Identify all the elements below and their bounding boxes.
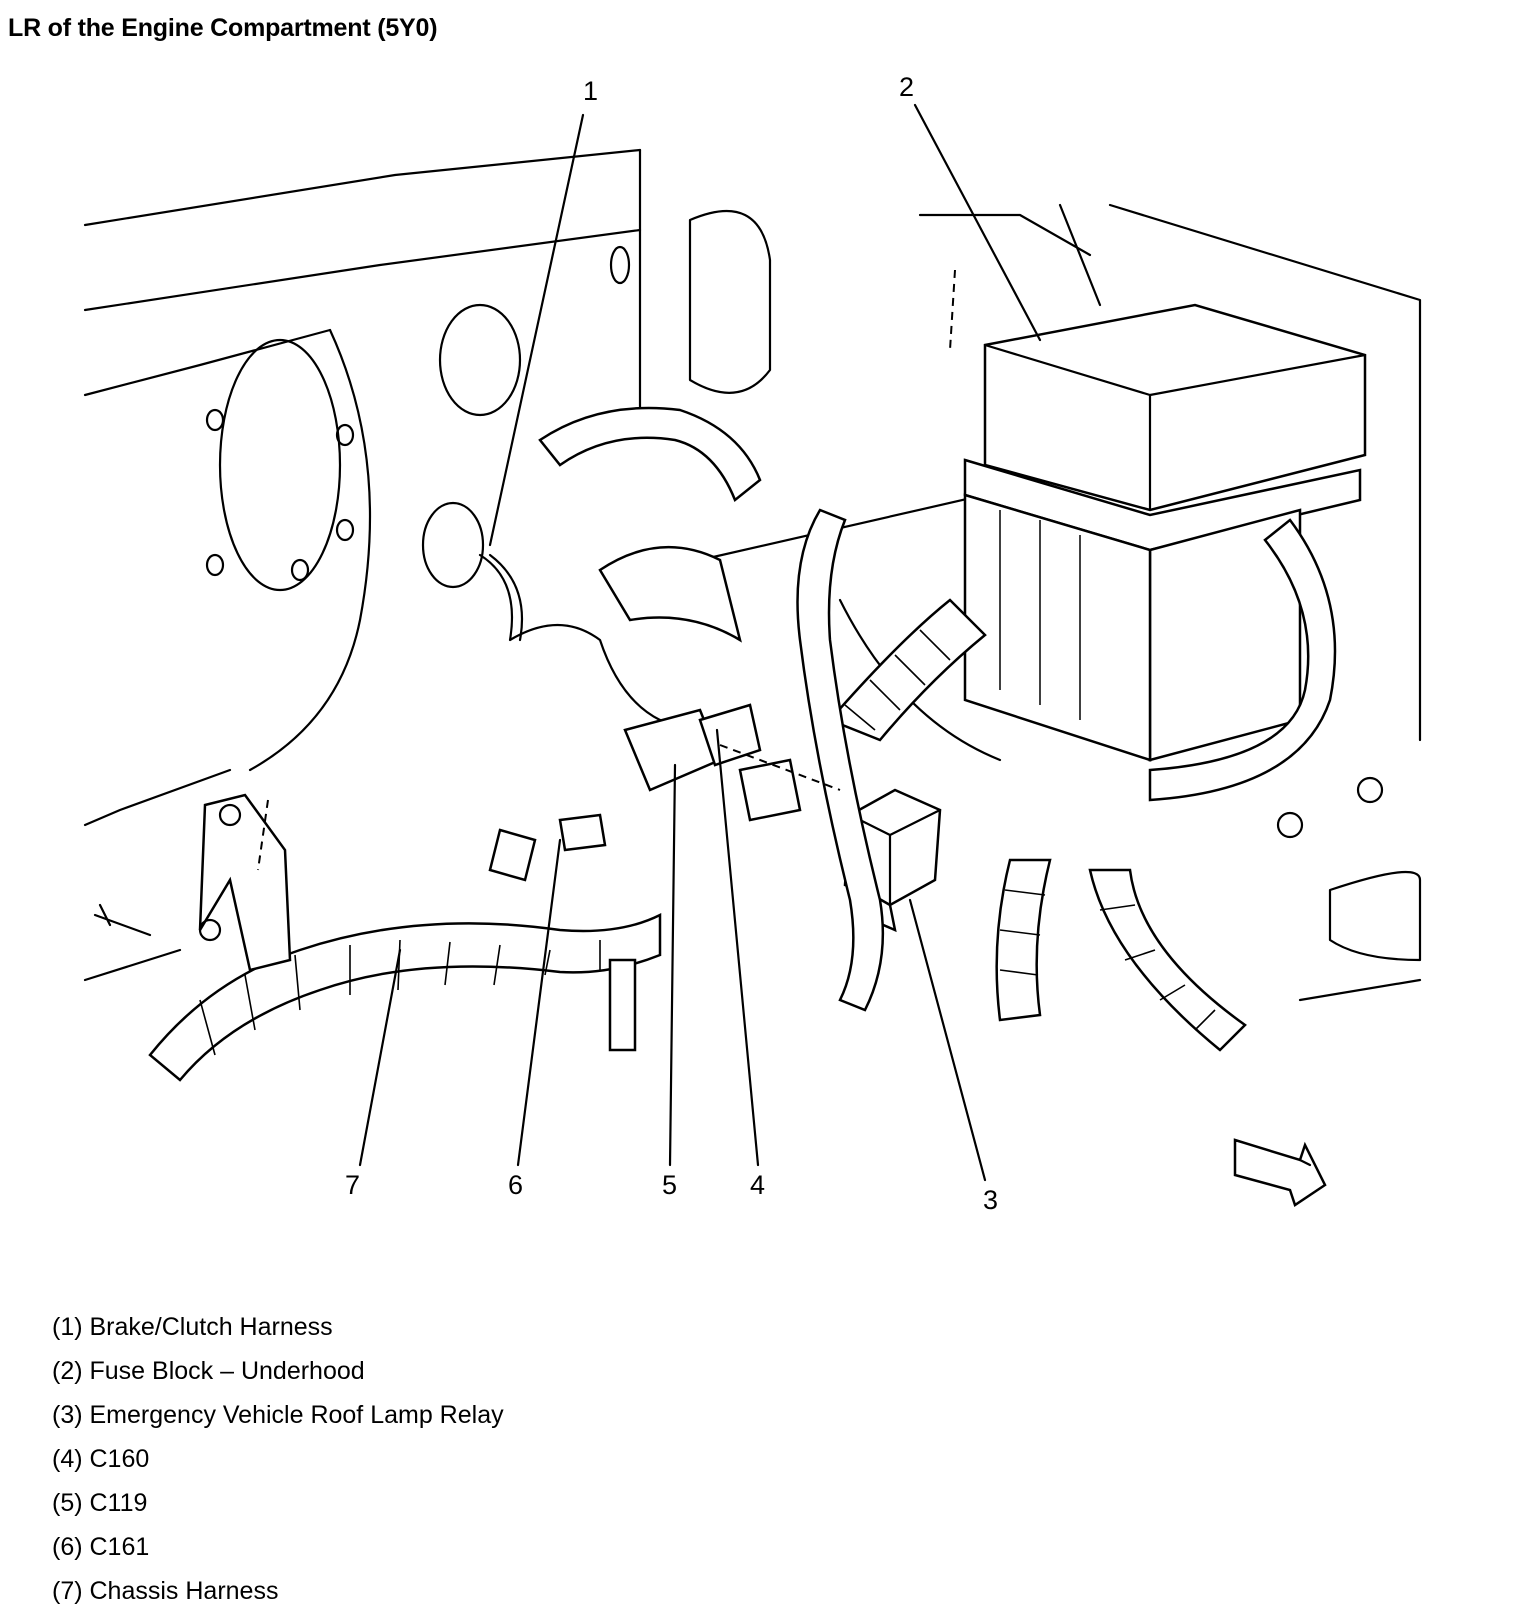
callout-5: 5 — [662, 1170, 678, 1200]
mounting-bracket — [93, 269, 956, 972]
callout-1: 1 — [583, 76, 599, 106]
callout-6: 6 — [508, 1170, 524, 1200]
legend-item: (4) C160 — [52, 1445, 150, 1473]
legend-item: (6) C161 — [52, 1533, 150, 1561]
fuse-block — [963, 303, 1367, 762]
engine-compartment-illustration — [83, 103, 1422, 1207]
legend-item: (7) Chassis Harness — [52, 1577, 279, 1605]
diagram-title: LR of the Engine Compartment (5Y0) — [8, 14, 438, 42]
component-legend: (1) Brake/Clutch Harness (2) Fuse Block … — [52, 1305, 504, 1613]
panel-holes — [205, 210, 1422, 962]
callout-2: 2 — [899, 72, 915, 102]
callout-3: 3 — [983, 1185, 999, 1215]
wire-harnesses — [148, 406, 1337, 1082]
connectors — [488, 703, 802, 882]
view-direction-arrow-icon — [1233, 1138, 1327, 1207]
legend-item: (5) C119 — [52, 1489, 148, 1517]
callout-4: 4 — [750, 1170, 766, 1200]
brake-clutch-harness-wire — [478, 553, 702, 732]
legend-item: (1) Brake/Clutch Harness — [52, 1313, 333, 1341]
callout-leader-lines — [358, 103, 1042, 1182]
legend-item: (2) Fuse Block – Underhood — [52, 1357, 365, 1385]
callout-7: 7 — [345, 1170, 361, 1200]
legend-item: (3) Emergency Vehicle Roof Lamp Relay — [52, 1401, 504, 1429]
